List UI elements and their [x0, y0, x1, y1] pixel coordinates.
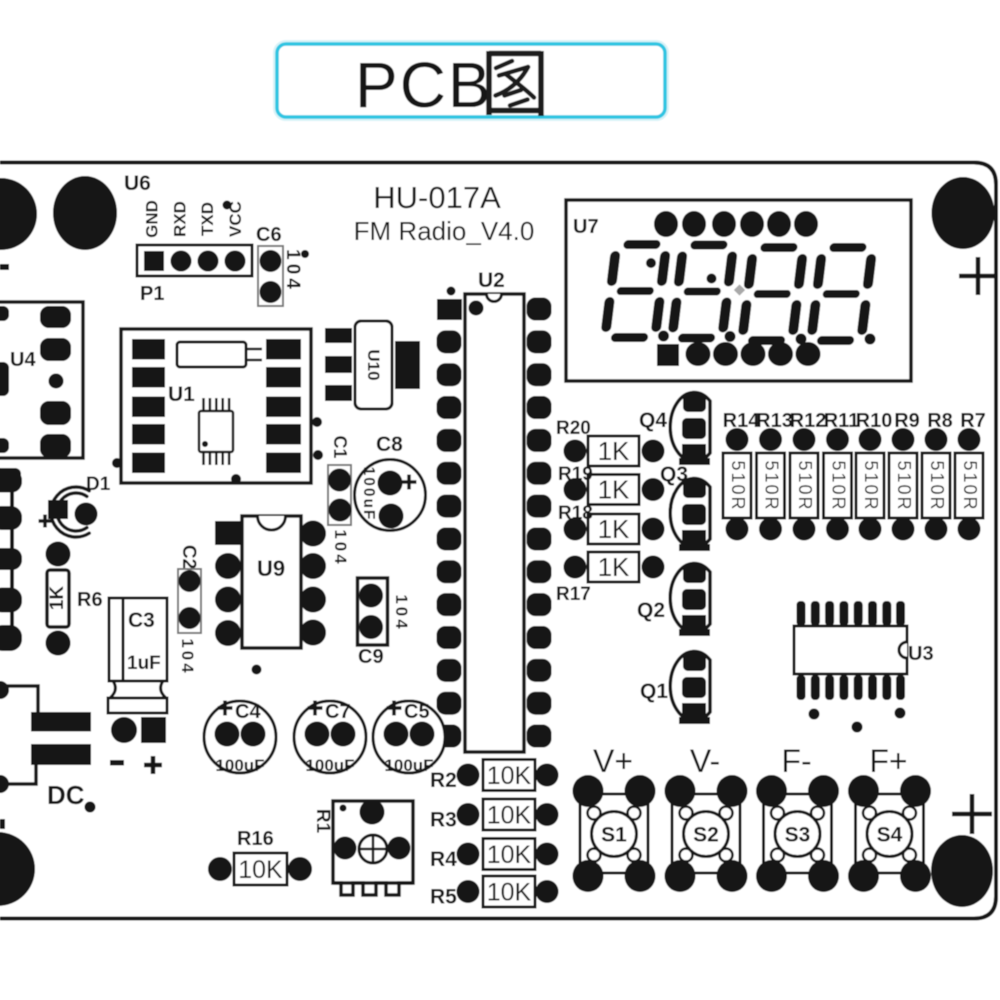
svg-text:R9: R9 [894, 410, 920, 432]
svg-text:V-: V- [690, 743, 720, 779]
svg-text:Q2: Q2 [637, 599, 665, 622]
svg-text:U6: U6 [124, 172, 151, 195]
svg-text:10K: 10K [487, 802, 532, 830]
svg-text:C5: C5 [404, 701, 430, 723]
svg-text:R1: R1 [312, 809, 333, 834]
svg-text:U7: U7 [573, 216, 599, 238]
svg-text:104: 104 [178, 638, 197, 675]
svg-text:V+: V+ [593, 743, 633, 779]
svg-text:510R: 510R [894, 460, 914, 511]
svg-text:C7: C7 [325, 701, 351, 723]
svg-text:GND: GND [143, 200, 162, 238]
svg-text:C6: C6 [256, 224, 282, 246]
svg-text:R12: R12 [790, 410, 827, 432]
svg-text:R18: R18 [558, 503, 593, 524]
svg-text:S2: S2 [693, 824, 719, 847]
svg-text:C1: C1 [330, 435, 350, 458]
svg-text:Q3: Q3 [660, 463, 688, 486]
svg-text:S3: S3 [785, 824, 811, 847]
svg-text:U2: U2 [478, 269, 505, 292]
svg-text:S4: S4 [877, 824, 903, 847]
svg-text:R13: R13 [756, 410, 793, 432]
svg-text:104: 104 [331, 529, 350, 566]
svg-text:510R: 510R [762, 460, 782, 511]
svg-text:D1: D1 [86, 474, 111, 495]
svg-text:Q4: Q4 [639, 409, 667, 432]
svg-text:100uF: 100uF [305, 756, 354, 775]
svg-text:510R: 510R [728, 460, 748, 511]
svg-text:510R: 510R [861, 460, 881, 511]
svg-text:R20: R20 [556, 418, 591, 439]
svg-text:1K: 1K [47, 586, 68, 611]
svg-text:10K: 10K [238, 856, 283, 884]
svg-text:104: 104 [392, 594, 411, 631]
svg-text:U10: U10 [364, 349, 383, 380]
svg-text:100uF: 100uF [384, 756, 433, 775]
svg-text:R6: R6 [77, 589, 103, 611]
svg-text:VCC: VCC [226, 201, 245, 237]
svg-text:10K: 10K [487, 841, 532, 869]
svg-text:10K: 10K [487, 879, 532, 907]
svg-text:U1: U1 [168, 383, 195, 406]
svg-text:R10: R10 [856, 410, 893, 432]
svg-text:DC: DC [47, 780, 85, 810]
svg-text:R19: R19 [558, 464, 593, 485]
svg-text:F+: F+ [869, 743, 907, 779]
svg-text:1K: 1K [598, 436, 630, 466]
svg-text:R5: R5 [430, 886, 457, 909]
svg-text:510R: 510R [960, 460, 980, 511]
svg-text:RXD: RXD [170, 201, 189, 237]
svg-text:R14: R14 [723, 410, 761, 432]
svg-text:R8: R8 [927, 410, 953, 432]
svg-text:1K: 1K [598, 514, 630, 544]
svg-text:U9: U9 [257, 556, 285, 581]
svg-text:S1: S1 [601, 824, 627, 847]
svg-text:1uF: 1uF [127, 653, 161, 674]
svg-text:100uF: 100uF [215, 756, 264, 775]
svg-text:U3: U3 [908, 643, 934, 665]
svg-text:F-: F- [781, 743, 811, 779]
svg-text:1K: 1K [598, 552, 630, 582]
svg-text:HU-017A: HU-017A [373, 180, 501, 215]
svg-text:R16: R16 [237, 828, 274, 850]
svg-text:R4: R4 [430, 848, 457, 871]
svg-text:100uF: 100uF [360, 467, 377, 522]
svg-text:104: 104 [282, 249, 303, 293]
svg-text:C2: C2 [178, 545, 199, 569]
svg-text:10K: 10K [487, 762, 532, 790]
svg-text:Q1: Q1 [640, 680, 668, 703]
svg-text:FM Radio_V4.0: FM Radio_V4.0 [354, 216, 535, 246]
svg-text:C4: C4 [235, 701, 261, 723]
svg-text:P1: P1 [140, 283, 164, 305]
svg-text:510R: 510R [829, 460, 849, 511]
svg-text:1K: 1K [598, 475, 630, 505]
svg-text:R17: R17 [556, 584, 591, 605]
svg-text:C8: C8 [376, 433, 403, 456]
svg-text:U4: U4 [10, 349, 36, 371]
svg-text:TXD: TXD [198, 202, 217, 236]
svg-text:510R: 510R [795, 460, 815, 511]
svg-text:R7: R7 [960, 410, 986, 432]
svg-text:R11: R11 [824, 410, 860, 432]
svg-text:510R: 510R [927, 460, 947, 511]
svg-text:C9: C9 [358, 646, 384, 668]
svg-text:C3: C3 [128, 609, 155, 632]
svg-text:R2: R2 [430, 769, 457, 792]
svg-text:R3: R3 [430, 809, 457, 832]
svg-text:PCB: PCB [355, 49, 493, 121]
